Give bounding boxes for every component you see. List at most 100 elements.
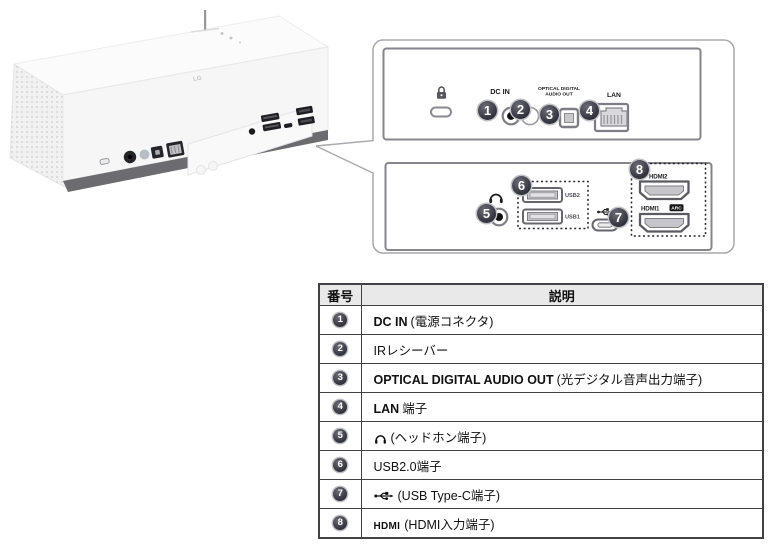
desc-text: USB2.0端子: [373, 459, 442, 474]
usb-group-dotted-box: [517, 180, 589, 230]
row-number-cell: 8: [318, 508, 362, 539]
desc-text: 端子: [402, 401, 428, 416]
top-button-dot: [229, 36, 233, 40]
header-description: 説明: [360, 283, 764, 306]
row-number-cell: 7: [318, 479, 362, 509]
row-number-cell: 5: [318, 421, 362, 451]
panel-top-outline: [382, 47, 702, 141]
header-number: 番号: [318, 283, 362, 306]
row-number-cell: 2: [318, 334, 362, 364]
callout-badge-5: 5: [477, 204, 496, 223]
usb1-port-tongue: [529, 213, 556, 220]
bubble-pointer-fill: [316, 140, 375, 174]
lock-icon: [437, 86, 446, 99]
row-number-cell: 6: [318, 450, 362, 480]
table-row-5: 5 (ヘッドホン端子): [318, 421, 764, 451]
row-desc-cell: USB2.0端子: [360, 450, 764, 480]
desc-text: IRレシーバー: [373, 343, 449, 358]
callout-bubble: DC IN OPTICAL DIGITAL AUDIO OUT LAN: [315, 39, 735, 254]
panel-diagram-top: DC IN OPTICAL DIGITAL AUDIO OUT LAN: [382, 47, 702, 141]
row-number-badge: 3: [333, 371, 348, 386]
table-row-6: 6 USB2.0端子: [318, 450, 764, 480]
photo-ir-receiver: [139, 149, 150, 160]
projector-lg-logo: LG: [193, 76, 203, 83]
callout-badge-7: 7: [609, 208, 628, 227]
callout-badge-2: 2: [511, 100, 530, 119]
arc-badge-label: ARC: [671, 206, 682, 212]
table-row-1: 1 DC IN(電源コネクタ): [318, 305, 764, 335]
top-button-dot: [220, 32, 224, 35]
table-row-3: 3 OPTICAL DIGITAL AUDIO OUT(光デジタル音声出力端子): [318, 363, 764, 393]
hdmi2-port-inner: [644, 185, 684, 196]
photo-usb-ports: [260, 112, 282, 132]
hdmi1-label: HDMI1: [641, 206, 660, 213]
table-row-2: 2 IRレシーバー: [318, 334, 764, 364]
panel-diagram-bottom: USB2 USB1: [384, 162, 713, 251]
optical-label-line2: AUDIO OUT: [545, 92, 572, 98]
callout-badge-6: 6: [512, 176, 531, 195]
rear-faint-button: [208, 161, 218, 171]
row-number-badge: 8: [333, 516, 348, 531]
arc-badge: [669, 204, 684, 212]
optical-port-inner: [564, 113, 574, 123]
row-desc-cell: (USB Type-C端子): [360, 479, 764, 509]
row-number-badge: 5: [333, 429, 348, 444]
desc-bold-text: LAN: [373, 401, 400, 416]
row-number-cell: 4: [318, 392, 362, 422]
row-desc-cell: (ヘッドホン端子): [360, 421, 764, 451]
row-desc-cell: HDMI(HDMI入力端子): [360, 508, 764, 539]
row-number-badge: 1: [333, 313, 348, 328]
bubble-pointer-edge: [315, 139, 374, 147]
photo-kensington-slot: [99, 157, 110, 165]
callout-badge-1: 1: [478, 101, 497, 120]
row-desc-cell: OPTICAL DIGITAL AUDIO OUT(光デジタル音声出力端子): [360, 363, 764, 393]
desc-bold-text: OPTICAL DIGITAL AUDIO OUT: [373, 372, 554, 387]
hdmi1-port-inner: [644, 218, 684, 228]
hdmi2-label: HDMI2: [649, 174, 668, 181]
focus-lever: [204, 10, 207, 31]
row-number-badge: 4: [333, 400, 348, 415]
row-number-badge: 6: [333, 458, 348, 473]
photo-usbc-port: [283, 123, 293, 129]
rear-faint-button: [196, 165, 206, 175]
desc-text: (ヘッドホン端子): [390, 430, 487, 445]
usb2-port-tongue: [529, 192, 556, 198]
hdmi-group-dotted-box: [630, 162, 707, 237]
headphone-jack-pin: [495, 213, 503, 221]
callout-badge-8: 8: [630, 160, 649, 179]
headphone-icon: [489, 193, 503, 204]
hdmi-logo-text: HDMI: [373, 520, 401, 532]
photo-lan-port: [166, 140, 185, 158]
bubble-pointer-edge: [315, 145, 374, 175]
optical-label-line1: OPTICAL DIGITAL: [538, 86, 580, 92]
lan-port-pins: [603, 115, 623, 124]
row-number-badge: 2: [333, 342, 348, 357]
desc-text: (光デジタル音声出力端子): [556, 372, 703, 387]
row-number-cell: 1: [318, 305, 362, 335]
callout-badge-4: 4: [580, 101, 599, 120]
desc-text: (HDMI入力端子): [404, 517, 495, 532]
photo-optical-port: [150, 145, 164, 159]
row-desc-cell: IRレシーバー: [360, 334, 764, 364]
table-row-8: 8 HDMI(HDMI入力端子): [318, 508, 764, 539]
photo-hdmi-ports: [295, 105, 315, 126]
usbc-port-inner: [597, 222, 613, 228]
usb-icon: [373, 492, 394, 501]
projector-photo: LG: [9, 10, 330, 192]
top-button-dot: [238, 41, 242, 44]
projector-left-face-perforation: [10, 64, 65, 187]
focus-slot: [190, 27, 220, 33]
panel-bottom-outline: [384, 162, 713, 251]
usb1-label: USB1: [565, 215, 580, 221]
dc-in-label: DC IN: [490, 87, 510, 96]
usb-icon: [597, 208, 612, 216]
desc-text: (電源コネクタ): [410, 314, 494, 329]
usb2-label: USB2: [565, 193, 580, 199]
kensington-slot: [430, 106, 452, 118]
photo-dc-jack-pin: [127, 154, 133, 160]
photo-headphone-jack: [248, 128, 256, 135]
